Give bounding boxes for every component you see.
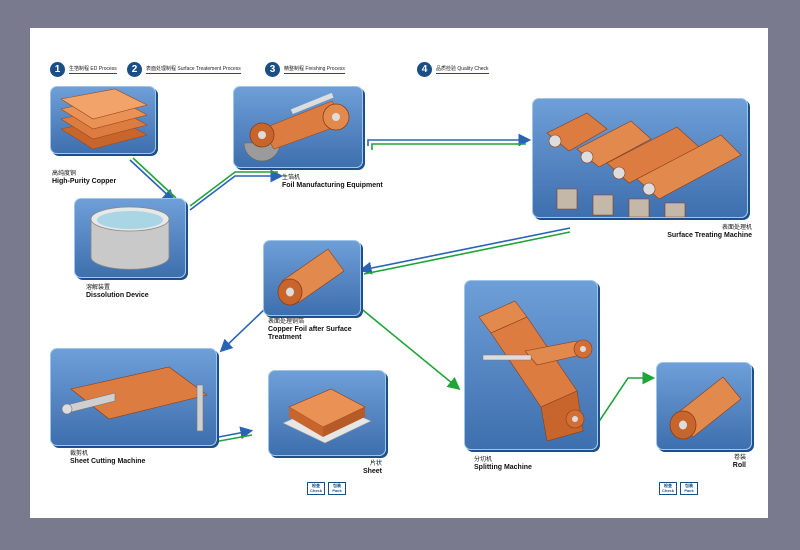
- step-4-header: 4 品质检验 Quality Check: [417, 60, 489, 78]
- step-4-number: 4: [417, 61, 432, 77]
- treated-foil-node: [263, 240, 361, 316]
- treated-foil-label-en-2: Treatment: [268, 334, 302, 341]
- dissolution-caption: 溶解装置 Dissolution Device: [86, 284, 149, 300]
- step-2-label: 表面处理制程 Surface Treatement Process: [146, 65, 241, 74]
- step-1-label: 生箔制程 ED Process: [69, 65, 117, 74]
- roll-label-en: Roll: [732, 462, 746, 469]
- treated-foil-caption: 表面处理铜箔 Copper Foil after Surface Treatme…: [268, 318, 352, 342]
- treated-foil-roll-illustration: [277, 248, 345, 306]
- copper-plates-node: [50, 86, 156, 154]
- sheet-stack-illustration: [282, 388, 372, 444]
- splitting-machine-illustration: [478, 300, 593, 442]
- treated-foil-label-cn: 表面处理铜箔: [268, 319, 305, 325]
- sheet-label-en: Sheet: [362, 468, 382, 475]
- dissolution-tank-illustration: [90, 206, 170, 270]
- surface-machine-label-cn: 表面处理机: [721, 225, 752, 231]
- treated-foil-label-en-1: Copper Foil after Surface: [268, 326, 352, 333]
- step-3-number: 3: [265, 61, 280, 77]
- step-4-label: 品质检验 Quality Check: [436, 65, 489, 74]
- arrow-foil-to-surface-machine: [367, 133, 532, 147]
- surface-machine-node: [532, 98, 748, 218]
- copper-label-cn: 高纯度铜: [52, 171, 77, 177]
- surface-machine-caption: 表面处理机 Surface Treating Machine: [550, 224, 752, 240]
- foil-equipment-label-cn: 生箔机: [282, 175, 301, 181]
- surface-machine-label-en: Surface Treating Machine: [667, 232, 752, 239]
- dissolution-device-node: [74, 198, 186, 278]
- arrow-splitting-to-roll: [595, 371, 656, 438]
- arrow-surface-machine-to-treated-foil: [358, 227, 571, 275]
- sheet-cutting-label-cn: 裁剪机: [70, 451, 89, 457]
- copper-caption: 高纯度铜 High-Purity Copper: [52, 170, 116, 186]
- step-2-header: 2 表面处理制程 Surface Treatement Process: [127, 60, 241, 78]
- foil-equipment-illustration: [243, 92, 350, 162]
- step-1-number: 1: [50, 61, 65, 77]
- foil-equipment-label-en: Foil Manufacturing Equipment: [282, 182, 383, 189]
- sheet-cutting-node: [50, 348, 217, 446]
- step-3-label: 精整制程 Finishing Process: [284, 65, 345, 74]
- sheet-label-cn: 片状: [369, 461, 382, 467]
- dissolution-label-en: Dissolution Device: [86, 292, 149, 299]
- copper-label-en: High-Purity Copper: [52, 178, 117, 185]
- roll-caption: 卷装 Roll: [690, 454, 746, 470]
- foil-equipment-caption: 生箔机 Foil Manufacturing Equipment: [282, 174, 383, 190]
- roll-label-cn: 卷装: [733, 455, 746, 461]
- arrow-dissolution-to-foil-equipment: [189, 169, 284, 211]
- sheet-cutting-caption: 裁剪机 Sheet Cutting Machine: [70, 450, 145, 466]
- arrow-treated-foil-to-cutting: [219, 305, 269, 353]
- splitting-machine-node: [464, 280, 598, 450]
- sheet-cutting-illustration: [61, 366, 208, 432]
- splitting-label-cn: 分切机: [474, 457, 493, 463]
- step-3-header: 3 精整制程 Finishing Process: [265, 60, 345, 78]
- step-1-header: 1 生箔制程 ED Process: [50, 60, 117, 78]
- foil-equipment-node: [233, 86, 363, 168]
- sheet-node: [268, 370, 386, 456]
- splitting-caption: 分切机 Splitting Machine: [474, 456, 532, 472]
- roll-illustration: [669, 376, 742, 440]
- sheet-caption: 片状 Sheet: [326, 460, 382, 476]
- arrow-copper-to-dissolution: [129, 159, 176, 203]
- dissolution-label-cn: 溶解装置: [86, 285, 111, 291]
- sheet-cutting-label-en: Sheet Cutting Machine: [70, 458, 146, 465]
- splitting-label-en: Splitting Machine: [474, 464, 532, 471]
- step-2-number: 2: [127, 61, 142, 77]
- copper-plates-illustration: [60, 88, 148, 150]
- process-flow-sheet: 1 生箔制程 ED Process 2 表面处理制程 Surface Treat…: [30, 28, 768, 518]
- roll-node: [656, 362, 752, 450]
- surface-machine-illustration: [546, 112, 742, 218]
- arrow-treated-foil-to-splitting: [357, 305, 461, 391]
